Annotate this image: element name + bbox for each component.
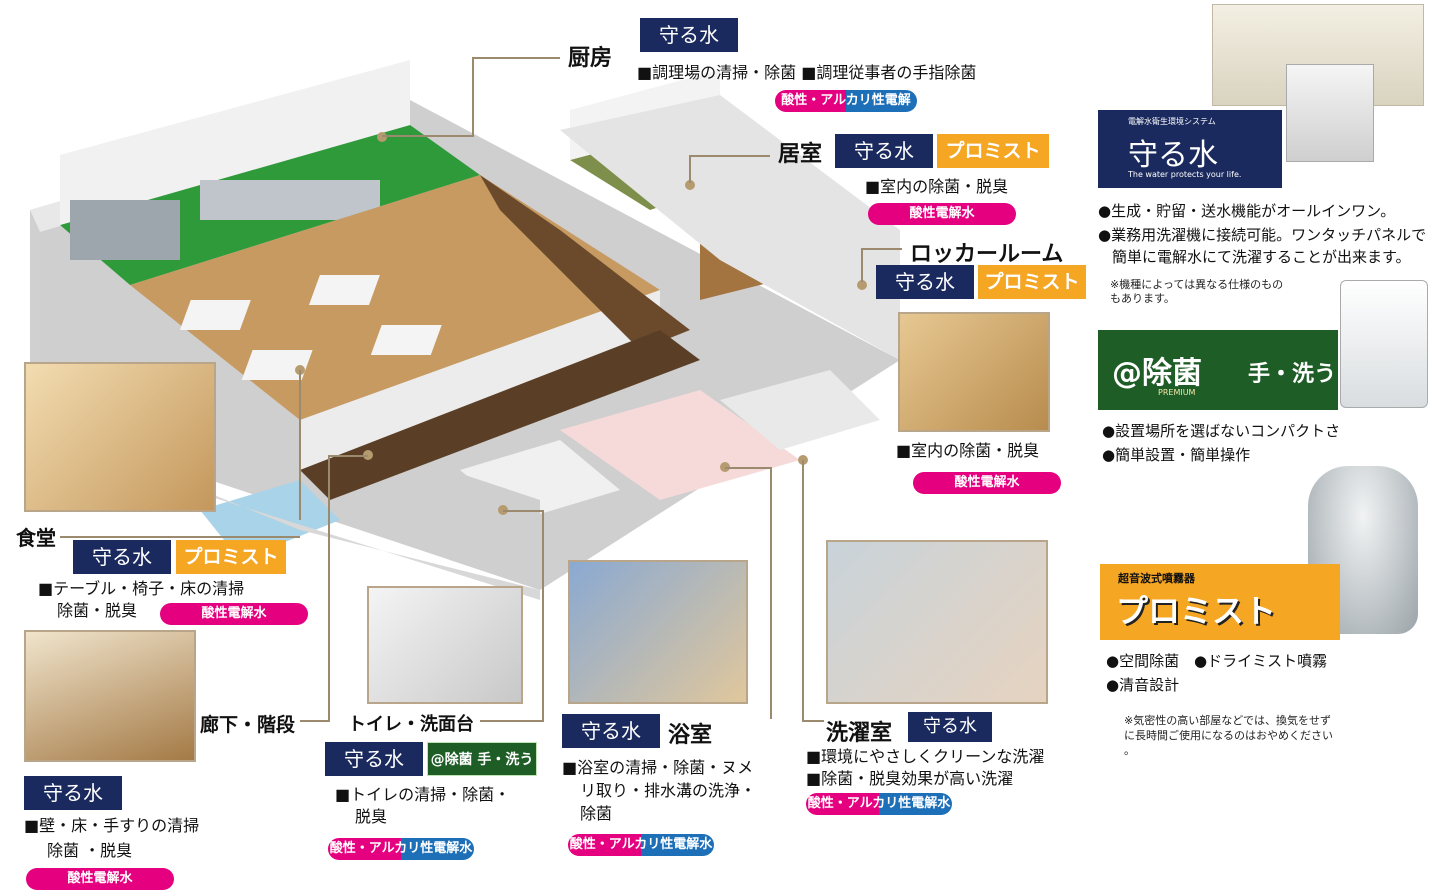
locker-promist-badge: プロミスト xyxy=(978,265,1086,299)
toilet-mamoru-badge: 守る水 xyxy=(325,742,423,776)
toilet-photo xyxy=(367,586,523,704)
mamoru-note-2: もあります。 xyxy=(1110,292,1175,305)
promist-note-3: 。 xyxy=(1124,744,1135,757)
kitchen-marker xyxy=(377,132,387,142)
toilet-connector-h xyxy=(503,510,543,512)
mamoru-product-subtitle: The water protects your life. xyxy=(1128,170,1242,179)
corridor-desc-1: ■壁・床・手すりの清掃 xyxy=(24,816,200,835)
promist-product-kicker: 超音波式噴霧器 xyxy=(1118,572,1195,585)
living-promist-badge: プロミスト xyxy=(937,134,1049,168)
dining-desc-1: ■テーブル・椅子・床の清掃 xyxy=(38,579,245,598)
bath-connector-h xyxy=(725,467,771,469)
living-marker xyxy=(685,180,695,190)
living-mamoru-badge: 守る水 xyxy=(835,134,933,168)
laundry-photo xyxy=(826,540,1048,704)
kitchen-connector-h2 xyxy=(382,135,474,137)
bath-pill: 酸性・アルカリ性電解水 xyxy=(568,834,714,856)
bath-photo xyxy=(568,560,748,704)
locker-photo xyxy=(898,312,1050,432)
laundry-title: 洗濯室 xyxy=(826,721,893,746)
ajokin-product-name-at: @除菌 xyxy=(1112,356,1202,391)
corridor-desc-2: 除菌 ・脱臭 xyxy=(47,841,133,860)
locker-connector xyxy=(862,248,902,250)
toilet-desc-2: 脱臭 xyxy=(355,807,388,826)
toilet-title: トイレ・洗面台 xyxy=(348,714,474,735)
kitchen-connector-v xyxy=(472,57,474,137)
bath-title: 浴室 xyxy=(668,723,713,748)
living-pill: 酸性電解水 xyxy=(868,203,1016,225)
ajokin-product-name-hand: 手・洗う xyxy=(1248,362,1337,387)
mamoru-product-name: 守る水 xyxy=(1128,138,1218,173)
corridor-title: 廊下・階段 xyxy=(200,714,296,736)
corridor-photo xyxy=(24,630,196,762)
corridor-mamoru-badge: 守る水 xyxy=(24,776,122,810)
kitchen-desc: ■調理場の清掃・除菌 ■調理従事者の手指除菌 xyxy=(637,63,977,82)
promist-product-panel: 超音波式噴霧器 プロミスト xyxy=(1100,564,1340,640)
promist-note-1: ※気密性の高い部屋などでは、換気をせず xyxy=(1124,714,1331,727)
dining-desc-2: 除菌・脱臭 xyxy=(57,601,138,620)
locker-pill: 酸性電解水 xyxy=(913,472,1061,494)
dining-mamoru-badge: 守る水 xyxy=(73,540,171,574)
dining-pill: 酸性電解水 xyxy=(160,603,308,625)
promist-note-2: に長時間ご使用になるのはおやめください xyxy=(1124,729,1333,742)
mamoru-bullet-1: ●生成・貯留・送水機能がオールインワン。 xyxy=(1098,202,1396,220)
corridor-connector xyxy=(328,455,330,720)
mamoru-bullet-3: 簡単に電解水にて洗濯することが出来ます。 xyxy=(1112,248,1411,266)
ajokin-product-panel: @除菌 手・洗う PREMIUM xyxy=(1098,330,1338,410)
laundry-connector xyxy=(802,460,804,722)
promist-product-name: プロミスト xyxy=(1116,592,1277,630)
ajokin-bullet-2: ●簡単設置・簡単操作 xyxy=(1102,446,1251,464)
locker-mamoru-badge: 守る水 xyxy=(876,265,974,299)
living-connector-v xyxy=(689,155,691,183)
mamoru-product-kicker: 電解水衛生環境システム xyxy=(1128,117,1216,126)
kitchen-title: 厨房 xyxy=(568,46,613,71)
kitchen-pill: 酸性・アルカリ性電解水 xyxy=(775,90,917,130)
locker-title: ロッカールーム xyxy=(910,242,1064,267)
toilet-pill: 酸性・アルカリ性電解水 xyxy=(328,838,474,860)
laundry-desc-2: ■除菌・脱臭効果が高い洗濯 xyxy=(806,769,1014,788)
bath-connector xyxy=(770,467,772,719)
ajokin-product-premium: PREMIUM xyxy=(1158,388,1196,397)
mamoru-product-panel: 電解水衛生環境システム 守る水 The water protects your … xyxy=(1098,110,1282,188)
corridor-marker xyxy=(363,450,373,460)
living-title: 居室 xyxy=(778,142,823,167)
corridor-connector-h xyxy=(328,455,368,457)
living-connector xyxy=(690,155,770,157)
toilet-desc-1: ■トイレの清掃・除菌・ xyxy=(335,785,511,804)
mamoru-note-1: ※機種によっては異なる仕様のもの xyxy=(1110,278,1284,291)
dining-promist-badge: プロミスト xyxy=(176,540,286,574)
dining-connector-h xyxy=(60,536,300,538)
kitchen-mamoru-badge: 守る水 xyxy=(640,18,738,52)
bath-mamoru-badge: 守る水 xyxy=(562,714,660,748)
laundry-mamoru-badge: 守る水 xyxy=(908,712,992,742)
dining-connector-v xyxy=(299,370,301,520)
laundry-desc-1: ■環境にやさしくクリーンな洗濯 xyxy=(806,747,1045,766)
living-desc: ■室内の除菌・脱臭 xyxy=(865,177,1009,196)
dining-photo xyxy=(24,362,216,512)
toilet-ajokin-badge: @除菌 手・洗う xyxy=(427,742,537,776)
locker-marker xyxy=(857,280,867,290)
locker-connector-v xyxy=(861,248,863,282)
mamoru-bullet-2: ●業務用洗濯機に接続可能。ワンタッチパネルで xyxy=(1098,226,1427,244)
promist-bullet-3: ●清音設計 xyxy=(1106,676,1180,694)
laundry-pill: 酸性・アルカリ性電解水 xyxy=(806,793,952,815)
mamoru-unit-image xyxy=(1286,64,1374,162)
promist-bullet-2: ●ドライミスト噴霧 xyxy=(1194,652,1328,670)
floor-plan-illustration xyxy=(30,60,900,600)
locker-desc: ■室内の除菌・脱臭 xyxy=(896,441,1040,460)
dining-title: 食堂 xyxy=(16,526,56,550)
bath-desc-3: 除菌 xyxy=(580,804,613,823)
bath-desc-2: リ取り・排水溝の洗浄・ xyxy=(580,781,757,800)
bath-desc-1: ■浴室の清掃・除菌・ヌメ xyxy=(562,758,754,777)
laundry-connector-h xyxy=(802,720,824,722)
promist-bullet-1: ●空間除菌 xyxy=(1106,652,1180,670)
toilet-connector xyxy=(542,510,544,720)
ajokin-device-image xyxy=(1340,280,1428,408)
corridor-pill: 酸性電解水 xyxy=(26,868,174,890)
kitchen-connector xyxy=(472,57,560,59)
corridor-connector-h2 xyxy=(300,720,330,722)
ajokin-bullet-1: ●設置場所を選ばないコンパクトさ xyxy=(1102,422,1341,440)
toilet-connector-h2 xyxy=(480,720,544,722)
